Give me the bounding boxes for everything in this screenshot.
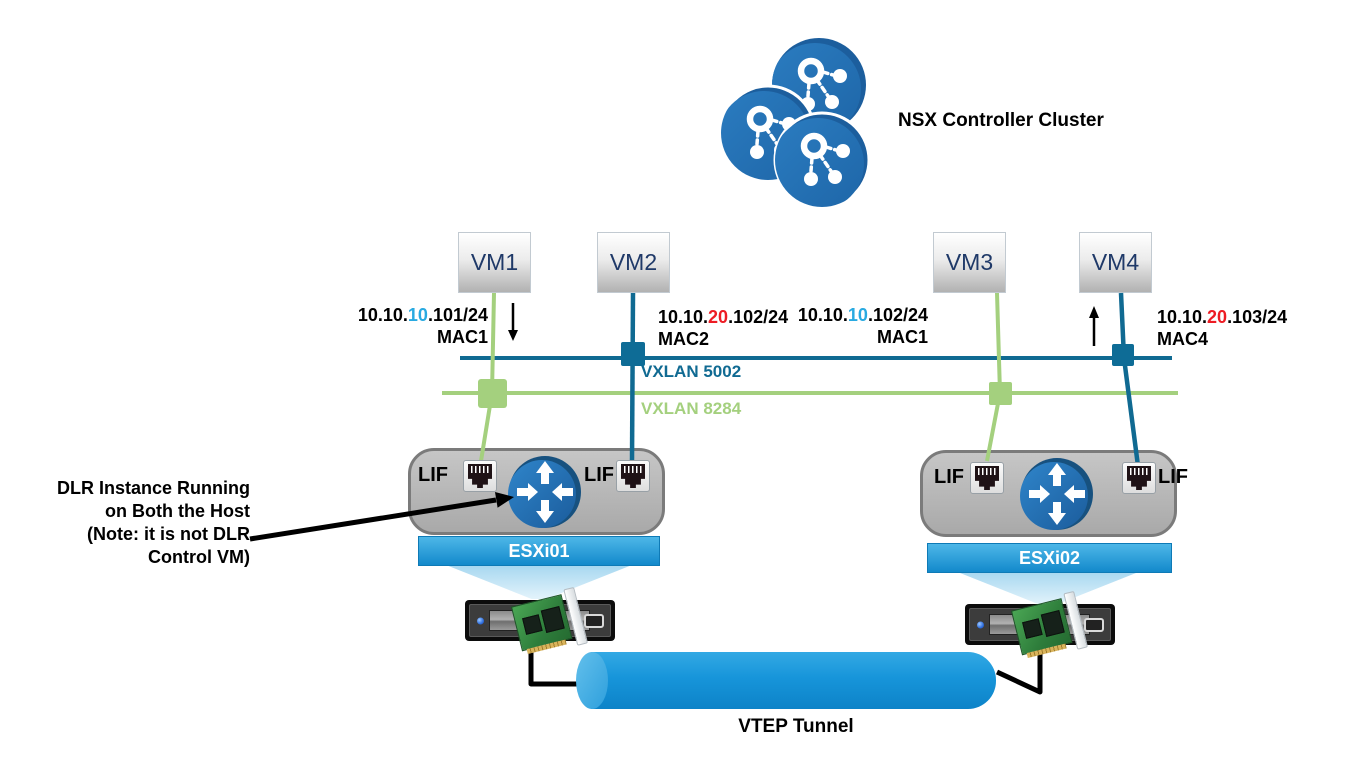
- esxi01-banner: ESXi01: [418, 536, 660, 566]
- vm2-link-line: [629, 292, 636, 462]
- ip-octet: 10: [847, 305, 868, 325]
- ip-octet: 20: [708, 307, 729, 327]
- ethernet-port-icon: [463, 460, 497, 492]
- traffic-down-arrowhead: [508, 330, 518, 341]
- rj45-pins: [978, 468, 996, 475]
- vtep-cable-right: [995, 647, 1043, 695]
- nsx-controller-cluster-icon: [719, 38, 871, 209]
- mac-label: MAC2: [658, 329, 710, 349]
- ethernet-port-icon: [970, 462, 1004, 494]
- dlr-annotation: DLR Instance Running on Both the Host (N…: [0, 477, 250, 569]
- annotation-line: DLR Instance Running: [57, 478, 250, 498]
- vm1-ip-label: 10.10.10.101/24 MAC1: [358, 304, 488, 348]
- annotation-line: on Both the Host: [105, 501, 250, 521]
- rj45-pins: [624, 466, 642, 473]
- power-button-icon: [1084, 617, 1104, 632]
- ethernet-port-icon: [616, 460, 650, 492]
- vxlan5002-junction-vm4: [1112, 344, 1134, 366]
- ip-prefix: 10.10.: [658, 307, 709, 327]
- vtep-tunnel-end-cap: [576, 652, 608, 709]
- dlr-router-icon: [1020, 458, 1093, 530]
- power-led: [477, 617, 484, 624]
- vxlan8284-junction-left: [478, 379, 507, 408]
- esxi01-lif-right-label: LIF: [584, 464, 614, 486]
- vtep-cable-left: [528, 645, 580, 687]
- ip-prefix: 10.10.: [357, 305, 408, 325]
- annotation-arrow-line: [249, 497, 497, 542]
- ip-suffix: .103/24: [1227, 307, 1288, 327]
- vxlan8284-junction-right: [989, 382, 1012, 405]
- mac-label: MAC4: [1157, 329, 1209, 349]
- vm4-box: VM4: [1079, 232, 1152, 293]
- mac-label: MAC1: [876, 327, 928, 347]
- vm2-ip-label: 10.10.20.102/24 MAC2: [658, 306, 788, 350]
- ip-prefix: 10.10.: [1157, 307, 1208, 327]
- dlr-router-icon: [508, 456, 581, 528]
- mac-label: MAC1: [436, 327, 488, 347]
- vm3-ip-label: 10.10.10.102/24 MAC1: [798, 304, 928, 348]
- vm1-box: VM1: [458, 232, 531, 293]
- ip-octet: 20: [1207, 307, 1228, 327]
- ip-octet: 10: [407, 305, 428, 325]
- vm2-box: VM2: [597, 232, 670, 293]
- vtep-tunnel-cylinder: [591, 652, 996, 709]
- vxlan5002-junction-vm2: [621, 342, 645, 366]
- nsx-controller-cluster-label: NSX Controller Cluster: [898, 110, 1104, 131]
- traffic-up-arrowhead: [1089, 306, 1099, 318]
- esxi01-lif-left-label: LIF: [418, 464, 448, 486]
- ip-prefix: 10.10.: [797, 305, 848, 325]
- rj45-pins: [1130, 468, 1148, 475]
- vxlan8284-label: VXLAN 8284: [641, 399, 742, 418]
- vxlan5002-label: VXLAN 5002: [641, 362, 742, 381]
- ip-suffix: .102/24: [867, 305, 928, 325]
- ip-suffix: .101/24: [427, 305, 488, 325]
- vm3-box: VM3: [933, 232, 1006, 293]
- annotation-line: Control VM): [148, 547, 250, 567]
- ethernet-port-icon: [1122, 462, 1156, 494]
- ip-suffix: .102/24: [728, 307, 789, 327]
- rj45-pins: [471, 466, 489, 473]
- esxi02-lif-right-label: LIF: [1158, 466, 1188, 488]
- annotation-line: (Note: it is not DLR: [87, 524, 250, 544]
- controller-node: [773, 111, 871, 209]
- esxi02-lif-left-label: LIF: [934, 466, 964, 488]
- esxi02-banner: ESXi02: [927, 543, 1172, 573]
- annotation-arrowhead: [495, 492, 514, 508]
- power-button-icon: [584, 613, 604, 628]
- vm4-ip-label: 10.10.20.103/24 MAC4: [1157, 306, 1287, 350]
- vtep-tunnel-label: VTEP Tunnel: [738, 716, 854, 737]
- power-led: [977, 621, 984, 628]
